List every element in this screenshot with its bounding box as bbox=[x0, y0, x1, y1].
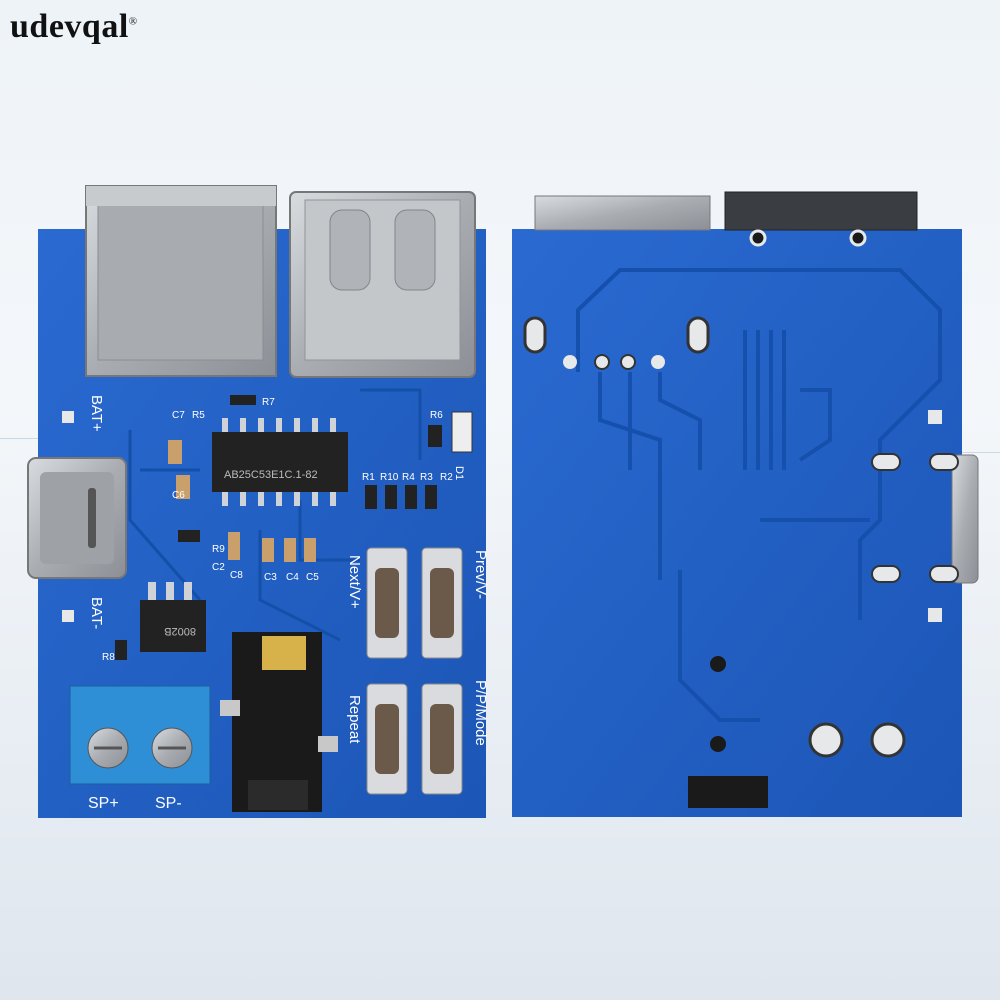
led bbox=[451, 411, 473, 453]
background-line bbox=[0, 438, 40, 439]
next-button[interactable] bbox=[366, 547, 408, 659]
c6-label: C6 bbox=[172, 490, 185, 501]
front-pcb-board: D1 BAT+ BAT- AB25C53E1C.1-82 bbox=[27, 185, 489, 818]
bat-minus-label: BAT- bbox=[88, 597, 105, 629]
usb-a-port bbox=[289, 191, 476, 378]
front-traces bbox=[128, 388, 422, 642]
r10-label: R10 bbox=[380, 472, 399, 483]
main-ic-chip: AB25C53E1C.1-82 bbox=[212, 418, 348, 506]
r8-label: R8 bbox=[102, 652, 115, 663]
amp-ic-marking: 8002B bbox=[164, 625, 196, 637]
brand-logo: udevqal® bbox=[10, 8, 138, 46]
r1-label: R1 bbox=[362, 472, 375, 483]
back-sd-edge bbox=[724, 191, 918, 231]
prev-button[interactable] bbox=[421, 547, 463, 659]
back-traces bbox=[576, 268, 942, 722]
c3-label: C3 bbox=[264, 572, 277, 583]
r5-label: R5 bbox=[192, 410, 205, 421]
back-usb-c-edge bbox=[951, 454, 979, 584]
registered-mark: ® bbox=[128, 15, 138, 28]
smd-components bbox=[115, 395, 442, 660]
prev-label: Prev/V- bbox=[472, 550, 489, 599]
microsd-slot bbox=[85, 185, 277, 377]
pp-mode-label: P/P/Mode bbox=[472, 680, 489, 746]
bat-minus-pad bbox=[62, 610, 74, 622]
repeat-label: Repeat bbox=[346, 695, 363, 744]
audio-jack bbox=[220, 632, 338, 812]
c4-label: C4 bbox=[286, 572, 299, 583]
d1-label: D1 bbox=[453, 466, 465, 480]
c2-label: C2 bbox=[212, 562, 225, 573]
bat-plus-pad bbox=[62, 411, 74, 423]
sp-plus-label: SP+ bbox=[88, 795, 119, 812]
brand-name: udevqal bbox=[10, 8, 129, 45]
c5-label: C5 bbox=[306, 572, 319, 583]
back-usb-a-edge bbox=[534, 195, 711, 231]
r3-label: R3 bbox=[420, 472, 433, 483]
r9-label: R9 bbox=[212, 544, 225, 555]
usb-c-port bbox=[27, 457, 127, 579]
r7-label: R7 bbox=[262, 397, 275, 408]
main-ic-marking: AB25C53E1C.1-82 bbox=[224, 469, 318, 481]
back-pcb-board bbox=[512, 191, 979, 817]
r6-label: R6 bbox=[430, 410, 443, 421]
bat-plus-label: BAT+ bbox=[88, 395, 105, 432]
r2-label: R2 bbox=[440, 472, 453, 483]
c7-label: C7 bbox=[172, 410, 185, 421]
r4-label: R4 bbox=[402, 472, 415, 483]
back-jack-edge bbox=[688, 776, 768, 808]
amplifier-ic-chip: 8002B bbox=[140, 582, 206, 652]
pp-mode-button[interactable] bbox=[421, 683, 463, 795]
next-label: Next/V+ bbox=[346, 555, 363, 609]
c8-label: C8 bbox=[230, 570, 243, 581]
background-line bbox=[960, 452, 1000, 453]
screw-terminal bbox=[69, 685, 211, 785]
repeat-button[interactable] bbox=[366, 683, 408, 795]
back-pads bbox=[523, 229, 959, 758]
sp-minus-label: SP- bbox=[155, 795, 182, 812]
